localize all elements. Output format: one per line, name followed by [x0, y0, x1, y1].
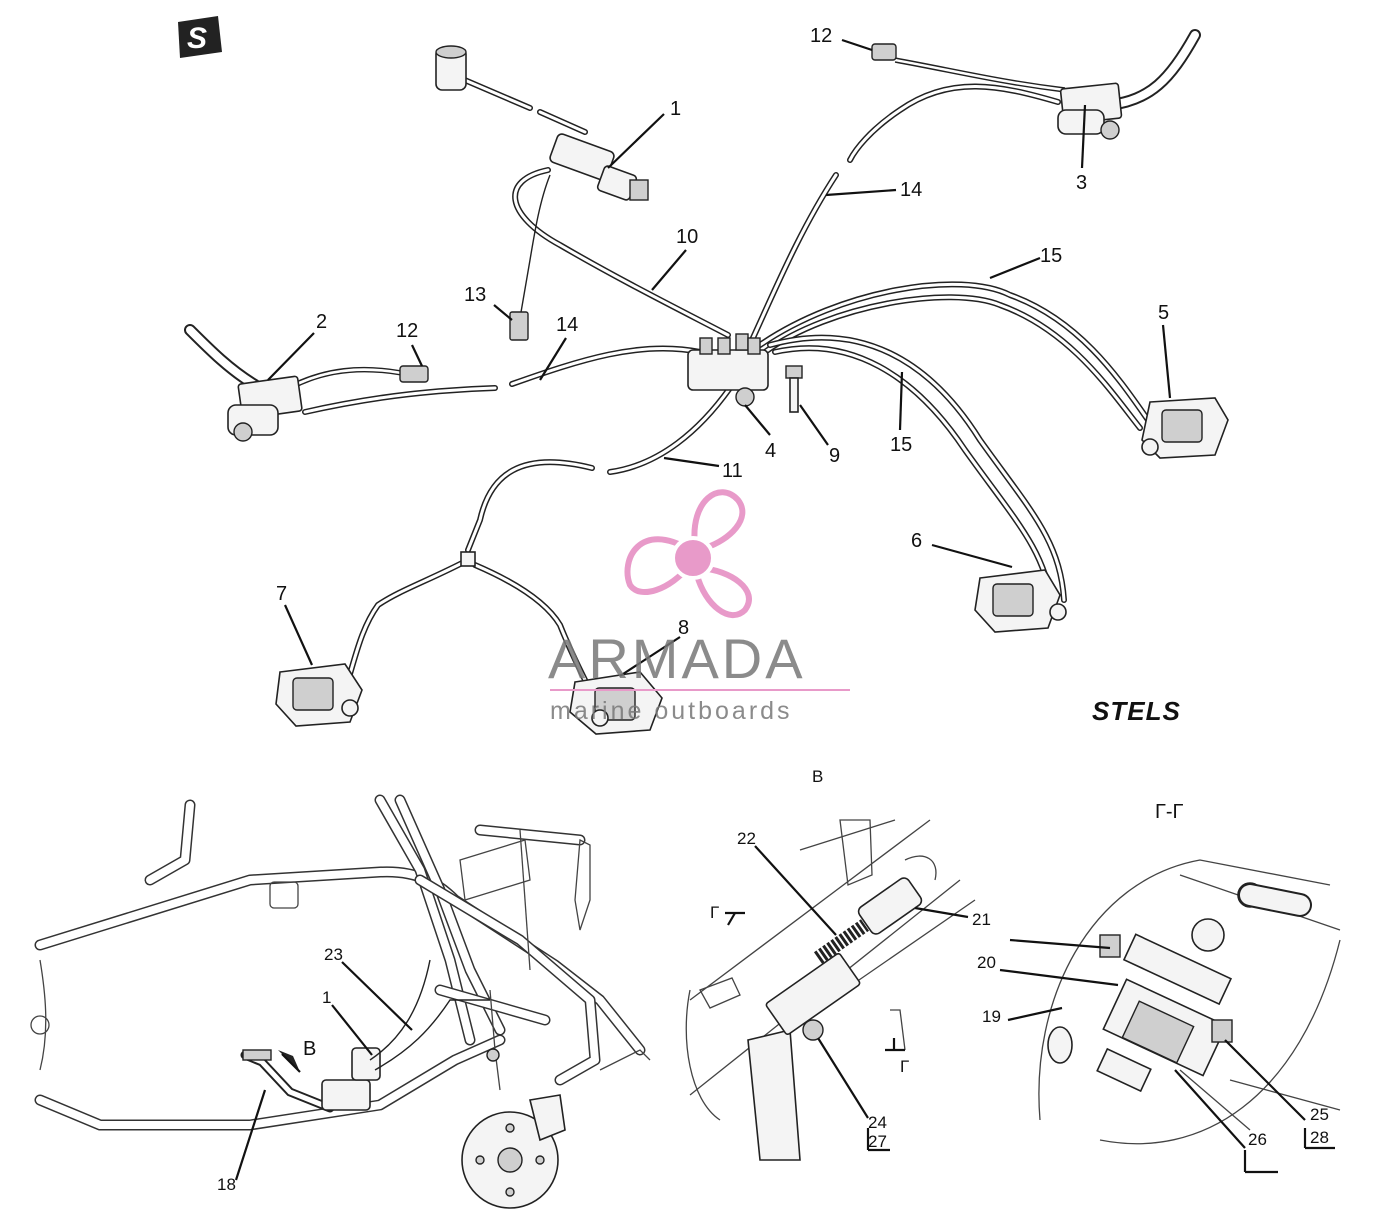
s-logo-letter: S	[187, 22, 207, 55]
brake-switch-12-left	[399, 365, 429, 383]
callout-1-lower: 1	[322, 988, 331, 1007]
callout-28: 28	[1310, 1128, 1329, 1147]
watermark-name: ARMADA	[548, 627, 806, 690]
brake-hoses	[302, 75, 1151, 693]
left-master-cylinder	[184, 324, 429, 442]
callout-11: 11	[722, 460, 743, 482]
callout-15-upper: 15	[1040, 245, 1062, 267]
callout-24: 24	[868, 1113, 887, 1132]
callout-13: 13	[464, 284, 486, 306]
armada-watermark: ARMADA marine outboards	[548, 489, 850, 725]
caliper-7	[275, 663, 363, 727]
callout-4: 4	[765, 440, 776, 462]
caliper-8	[569, 671, 663, 735]
callout-8: 8	[678, 617, 689, 639]
stels-logo: STELS	[1092, 696, 1181, 726]
lower-callouts: 23 1 18 B	[217, 945, 413, 1194]
callout-3: 3	[1076, 172, 1087, 194]
brake-distributor	[687, 333, 803, 413]
upper-callouts: 1 2 3 4 5 6 7 8 9 10 11 12 12 13 14 14 1…	[276, 25, 1169, 639]
section-title: Г-Г	[1155, 801, 1183, 823]
right-master-cylinder	[871, 29, 1201, 140]
vehicle-frame-view	[30, 794, 651, 1209]
callout-9: 9	[829, 445, 840, 467]
watermark-tagline: marine outboards	[550, 697, 793, 725]
s-brand-logo: S	[178, 16, 222, 58]
view-arrow-b: B	[303, 1038, 316, 1060]
callout-15-lower: 15	[890, 434, 912, 456]
callout-21: 21	[972, 910, 991, 929]
section-callouts: 20 19 25 28 26	[977, 938, 1335, 1174]
cut-mark-a: Г	[710, 903, 719, 922]
section-g-g: Г-Г	[1038, 801, 1341, 1145]
callout-20: 20	[977, 953, 996, 972]
caliper-6	[974, 569, 1067, 633]
callout-10: 10	[676, 226, 698, 248]
callout-5: 5	[1158, 302, 1169, 324]
rear-master-cylinder	[435, 45, 649, 341]
callout-23: 23	[324, 945, 343, 964]
callout-26: 26	[1248, 1130, 1267, 1149]
callout-25: 25	[1310, 1105, 1329, 1124]
callout-27: 27	[868, 1132, 887, 1151]
callout-1: 1	[670, 98, 681, 120]
callout-6: 6	[911, 530, 922, 552]
detail-b-callouts: Г Г 22 21 24 27	[710, 829, 991, 1152]
callout-22: 22	[737, 829, 756, 848]
callout-19: 19	[982, 1007, 1001, 1026]
cut-mark-b: Г	[900, 1057, 909, 1076]
detail-view-b: B	[685, 767, 976, 1161]
banjo-bolt-9	[785, 365, 803, 379]
upper-leader-lines	[267, 38, 1172, 677]
callout-18: 18	[217, 1175, 236, 1194]
view-b-title: B	[812, 767, 823, 786]
callout-12-left: 12	[396, 320, 418, 342]
brake-switch-12-right	[871, 43, 897, 61]
callout-2: 2	[316, 311, 327, 333]
callout-7: 7	[276, 583, 287, 605]
callout-14-right: 14	[900, 179, 922, 201]
callout-12-right: 12	[810, 25, 832, 47]
callout-14-left: 14	[556, 314, 578, 336]
brake-light-switch-13	[509, 311, 529, 341]
caliper-5	[1141, 397, 1229, 459]
switch-wires	[289, 57, 1066, 390]
